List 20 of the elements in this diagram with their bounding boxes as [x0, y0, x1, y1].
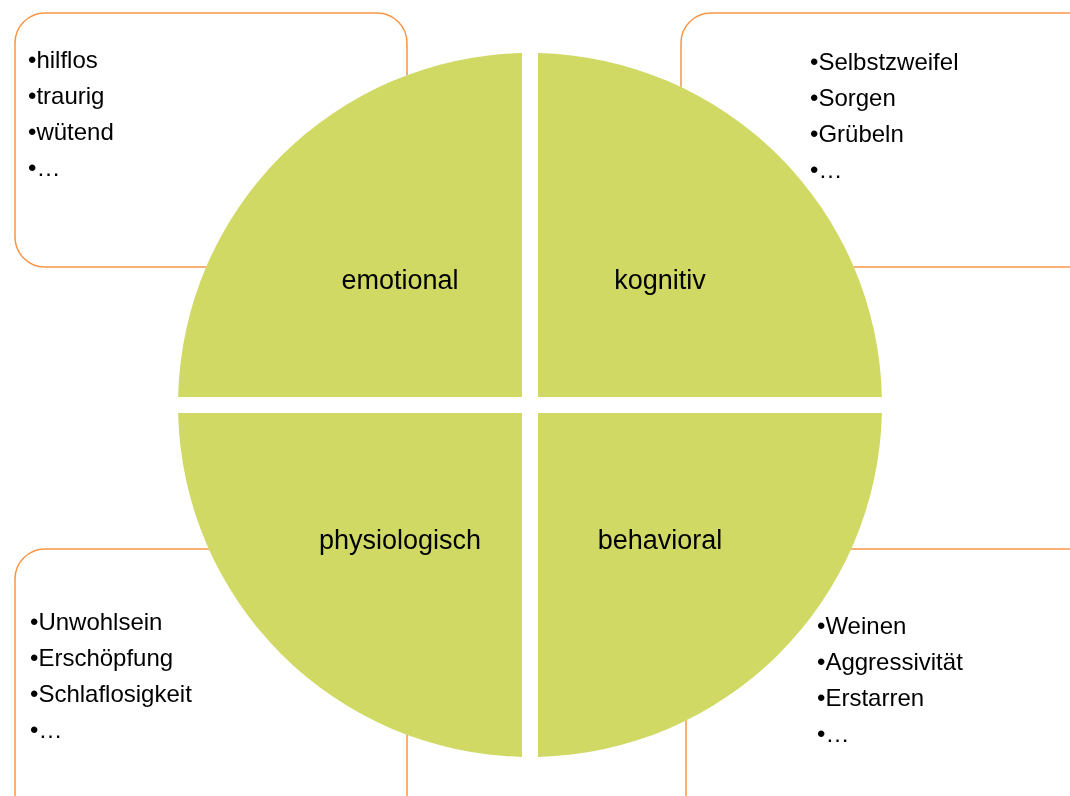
list-item: •Unwohlsein — [30, 607, 163, 637]
segment-label: physiologisch — [318, 524, 482, 556]
segment-label: kognitiv — [614, 264, 706, 296]
list-item: •Aggressivität — [817, 647, 963, 677]
list-item: •Selbstzweifel — [810, 47, 959, 77]
list-item: •Sorgen — [810, 83, 896, 113]
list-item: •… — [810, 155, 843, 185]
list-item: •Erschöpfung — [30, 643, 174, 673]
list-item: •Grübeln — [810, 119, 904, 149]
list-item: •Weinen — [817, 611, 907, 641]
segment-label: emotional — [341, 264, 459, 296]
segment-label: behavioral — [597, 524, 723, 556]
list-item: •hilflos — [28, 45, 98, 75]
list-item: •… — [30, 715, 63, 745]
list-item: •Erstarren — [817, 683, 925, 713]
list-item: •… — [28, 153, 61, 183]
list-item: •… — [817, 719, 850, 749]
list-item: •traurig — [28, 81, 105, 111]
list-item: •Schlaflosigkeit — [30, 679, 192, 709]
list-item: •wütend — [28, 117, 114, 147]
